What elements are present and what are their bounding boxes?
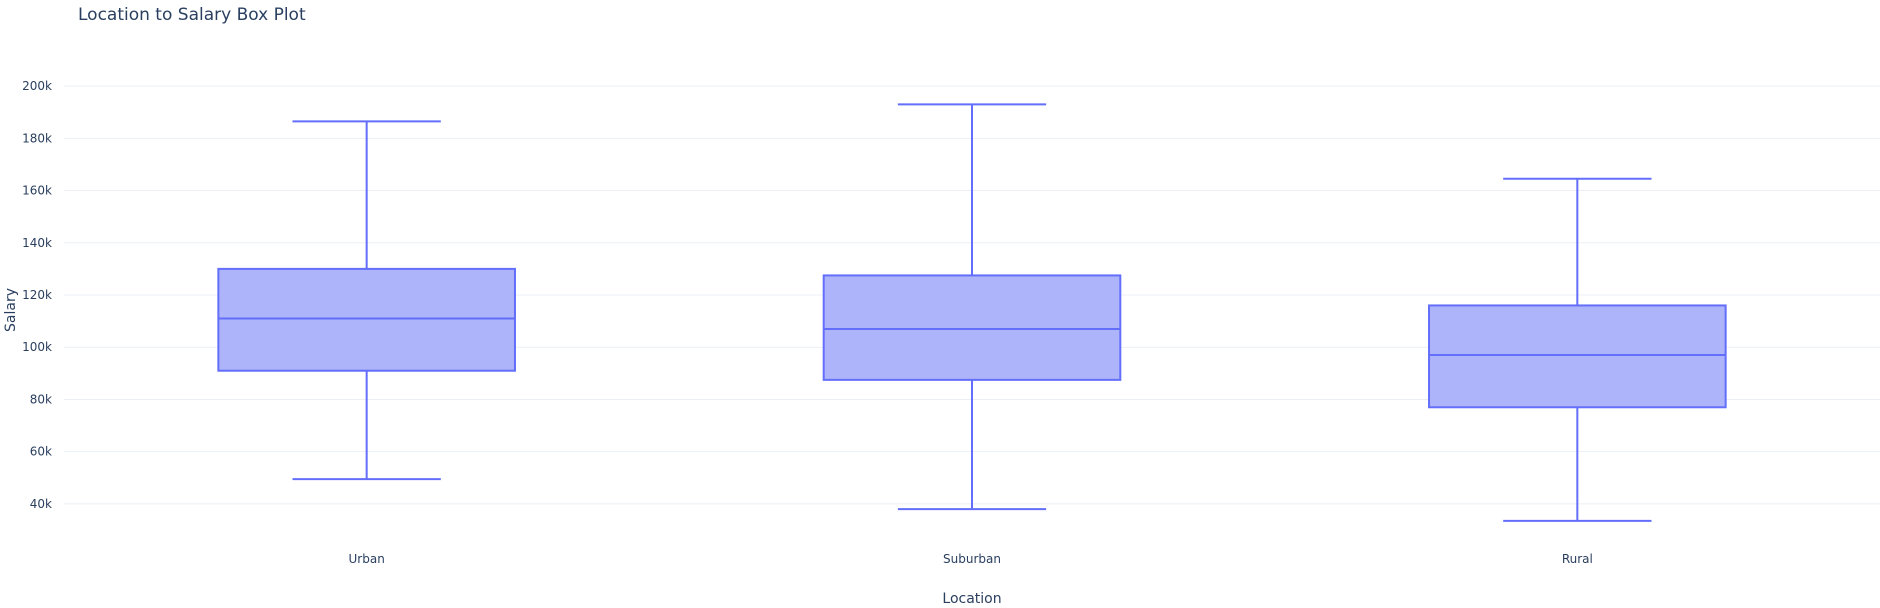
- y-tick-label: 60k: [30, 445, 52, 459]
- box-suburban: [822, 103, 1122, 511]
- y-tick-label: 180k: [22, 131, 52, 145]
- y-tick-label: 160k: [22, 184, 52, 198]
- box-rural: [1428, 177, 1727, 522]
- iqr-box: [1428, 304, 1727, 409]
- iqr-box: [217, 267, 516, 372]
- y-tick-label: 200k: [22, 79, 52, 93]
- y-axis-title: Salary: [3, 288, 19, 332]
- x-tick-label: Suburban: [943, 552, 1001, 566]
- x-tick-label: Rural: [1562, 552, 1593, 566]
- x-tick-label: Urban: [349, 552, 385, 566]
- y-tick-label: 100k: [22, 340, 52, 354]
- x-axis-title: Location: [942, 591, 1001, 607]
- y-tick-label: 80k: [30, 392, 52, 406]
- y-tick-label: 40k: [30, 497, 52, 511]
- x-axis-ticks: Urban Suburban Rural: [349, 552, 1593, 566]
- y-axis-ticks: 40k 60k 80k 100k 120k 140k 160k 180k 200k: [22, 79, 52, 511]
- chart-title: Location to Salary Box Plot: [78, 5, 306, 25]
- iqr-box: [822, 274, 1122, 381]
- box-series: [217, 103, 1727, 522]
- box-urban: [217, 120, 516, 481]
- y-tick-label: 120k: [22, 288, 52, 302]
- y-tick-label: 140k: [22, 236, 52, 250]
